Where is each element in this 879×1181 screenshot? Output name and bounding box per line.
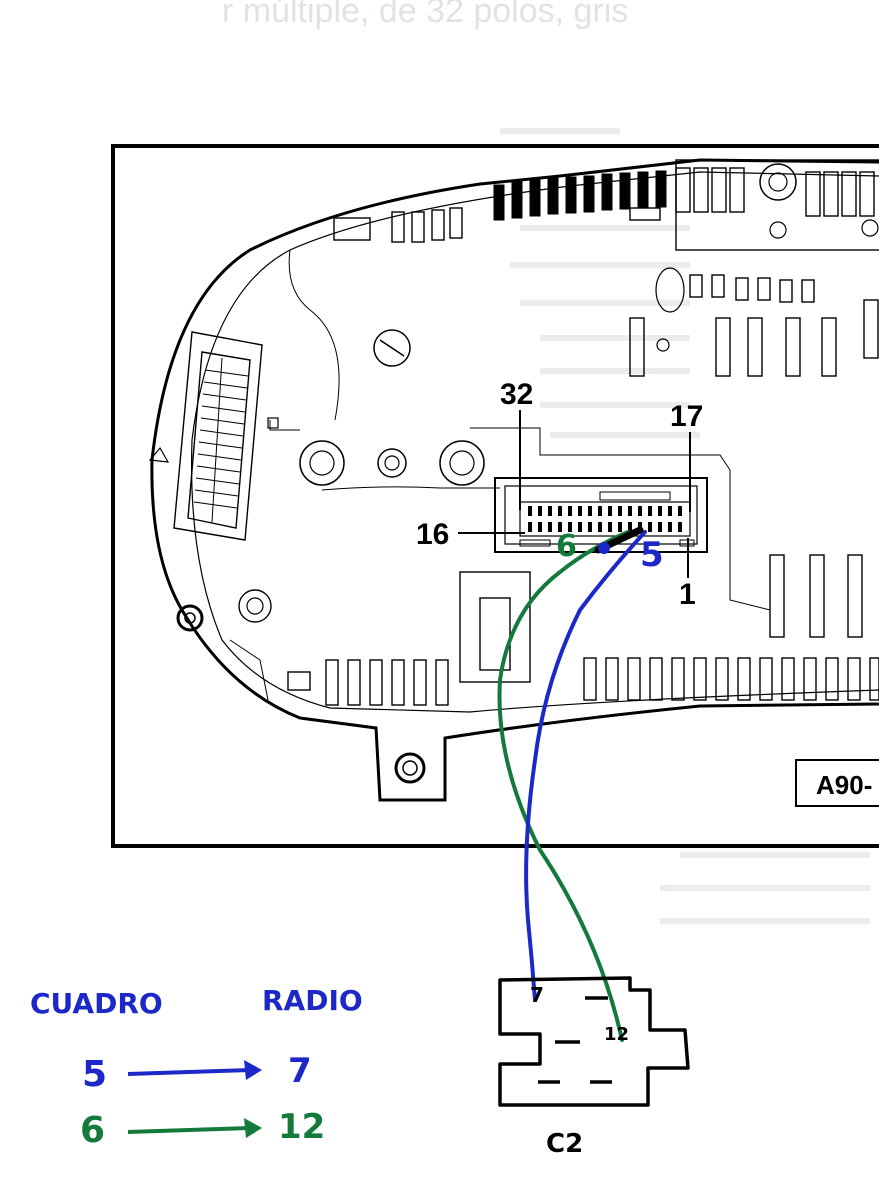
figure-frame [111,144,879,848]
top-pads [333,159,879,377]
wire-junction [594,526,644,554]
wire-legend: CUADRO RADIO 5 7 6 12 [30,984,363,1151]
legend-row-2-arrow [127,1118,262,1138]
svg-text:A90-: A90- [816,770,872,800]
legend-header-cuadro: CUADRO [30,987,163,1020]
legend-row-2-from: 6 [80,1110,105,1151]
wire-label-6: 6 [556,529,577,564]
pin-label-16: 16 [416,518,449,551]
pin-label-17: 17 [670,400,703,433]
legend-row-1-from: 5 [82,1054,107,1095]
c2-pin-7: 7 [530,983,544,1007]
legend-row-1-to: 7 [288,1051,312,1091]
blue-wire [524,530,647,1002]
legend-row-2-to: 12 [278,1107,325,1147]
c2-connector-name: C2 [546,1129,583,1159]
c2-connector-outline [498,976,690,1107]
svg-text:r múltiple, de 32 polos, gris: r múltiple, de 32 polos, gris [222,0,628,30]
wire-label-5: 5 [640,535,664,575]
pin-label-1: 1 [679,578,696,611]
32-pin-connector [494,477,708,553]
pin-callouts [458,410,691,578]
reference-box: A90- [795,759,879,807]
c2-pin-12: 12 [604,1024,629,1045]
bottom-pads [287,554,879,706]
legend-row-1-arrow [127,1060,262,1080]
legend-header-radio: RADIO [262,984,363,1017]
background-bleed-text: r múltiple, de 32 polos, gris [222,0,870,924]
top-pin-comb [493,170,667,221]
instrument-cluster [150,158,879,802]
pin-label-32: 32 [500,378,533,411]
left-connector-block [148,331,263,541]
green-wire [497,530,630,1042]
